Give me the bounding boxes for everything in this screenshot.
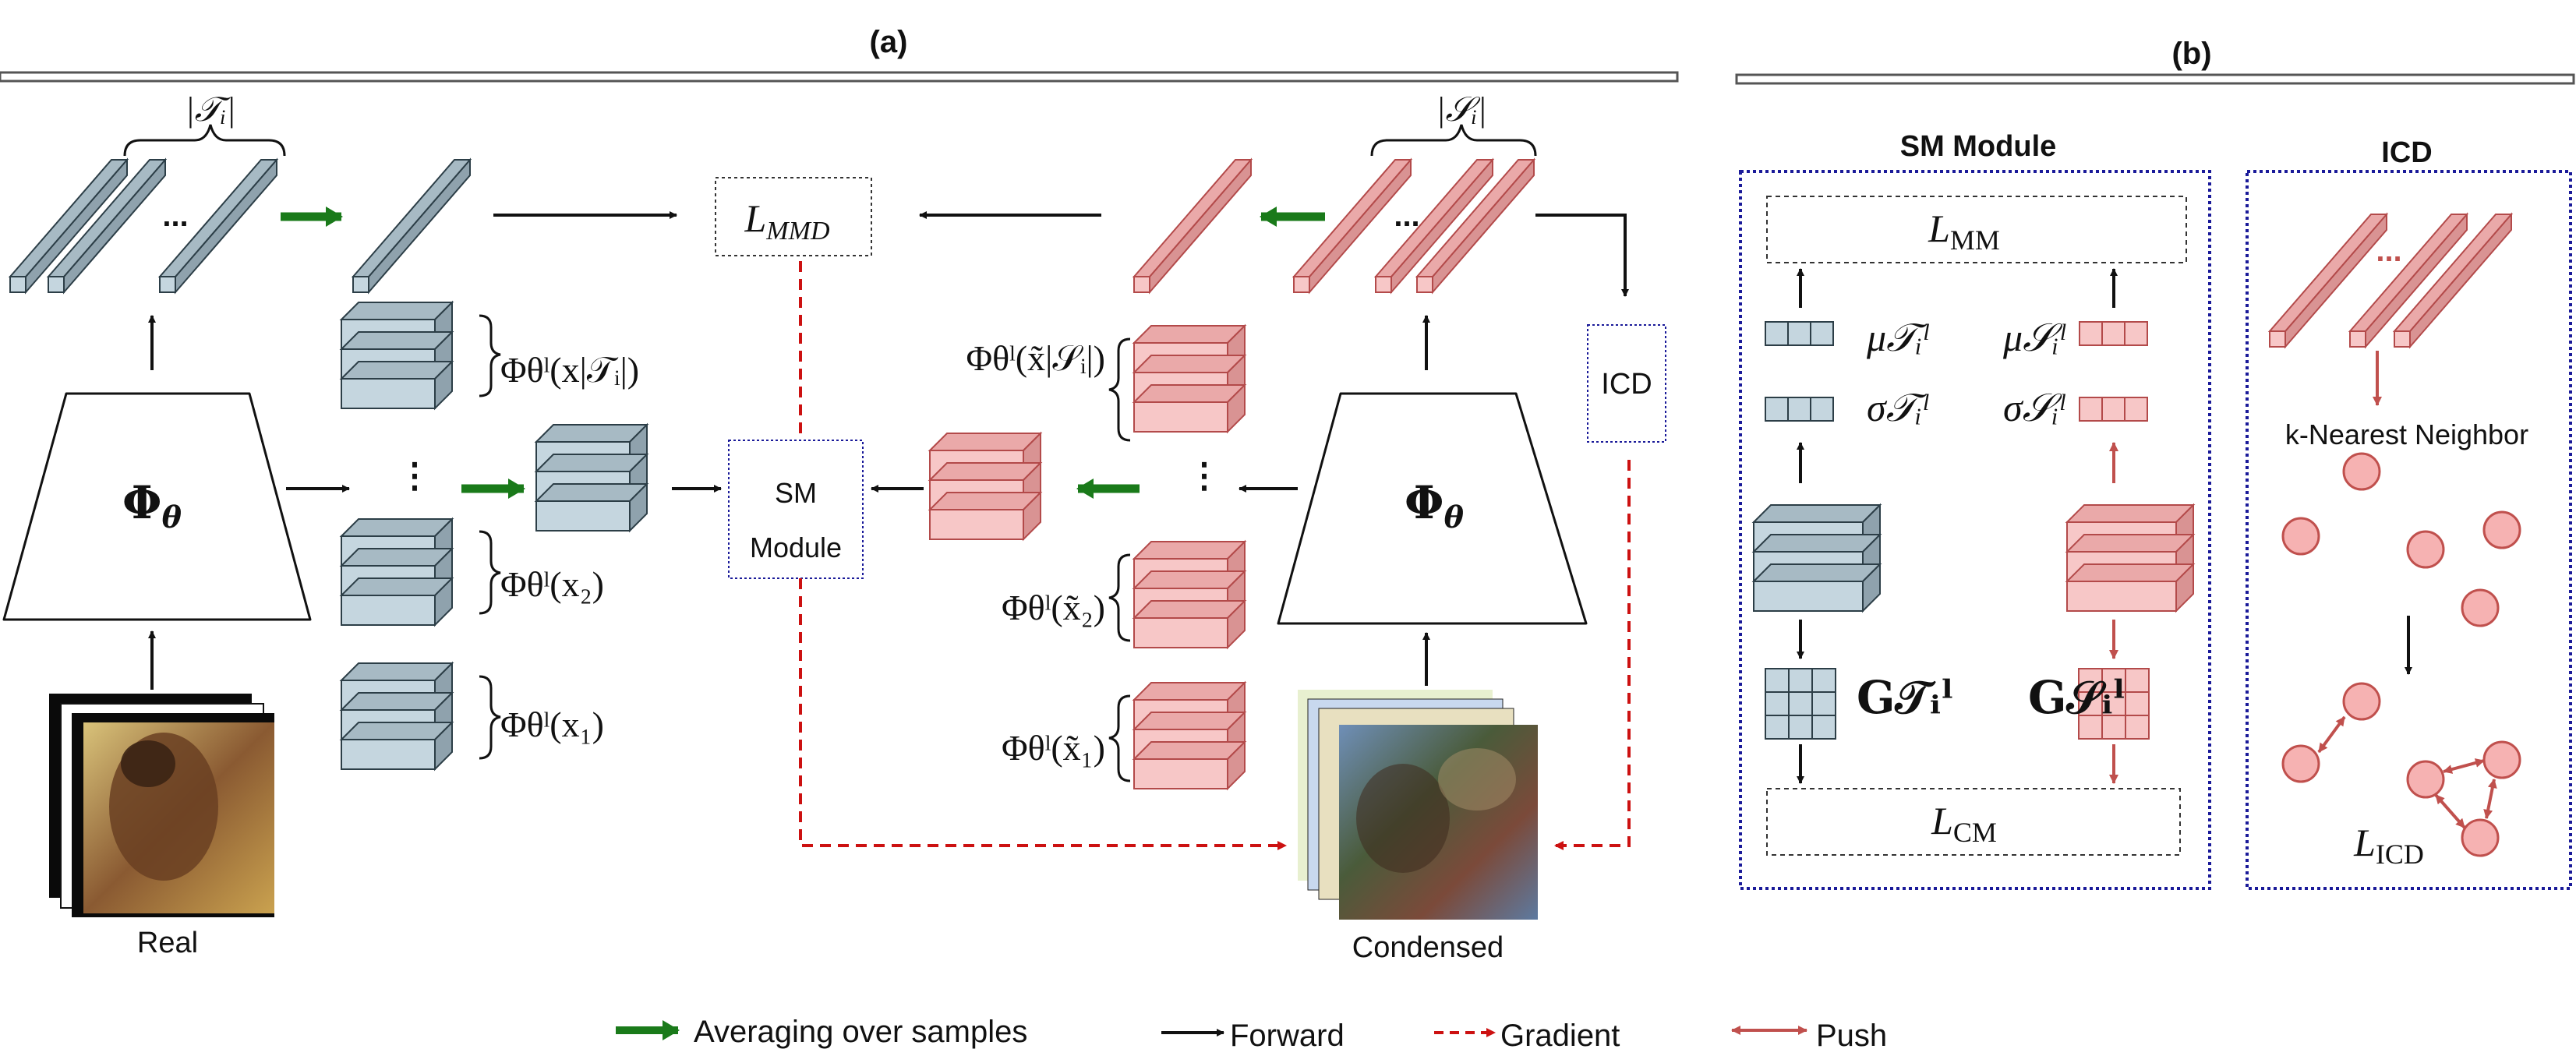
real-set-brace — [123, 124, 286, 157]
condensed-label: Condensed — [1352, 931, 1504, 964]
synthetic-feature-vector — [1132, 157, 1253, 295]
phi-xs1-label: Φθˡ(x̃₁) — [1002, 728, 1105, 768]
syn-stack-xs1 — [1132, 680, 1247, 791]
synthetic-feature-vector — [1373, 157, 1495, 295]
sm-statistic-cells — [1751, 321, 2196, 740]
sigma-t-label: σ𝒯ᵢˡ — [1867, 386, 1929, 429]
lcm-label: LCM — [1931, 799, 1997, 848]
real-label: Real — [137, 927, 198, 959]
synthetic-feature-vector — [1415, 157, 1536, 295]
brace-syn-stack-2 — [1108, 553, 1131, 642]
brace-real-stack-2 — [479, 530, 501, 615]
lmmd-label: LMMD — [744, 196, 829, 245]
knn-label: k-Nearest Neighbor — [2285, 419, 2528, 450]
syn-stack-vdots: ⋮ — [1187, 457, 1221, 495]
sm-syn-stack — [2065, 503, 2196, 613]
legend-label-push: Push — [1816, 1019, 1887, 1053]
gradient-icd-to-condensed — [1554, 460, 1631, 850]
real-stack-vdots: ⋮ — [398, 457, 432, 495]
icd-bars-ellipsis: ... — [2376, 234, 2401, 268]
syn-stack-averaged — [928, 431, 1043, 542]
brace-real-stack-1 — [479, 314, 501, 397]
real-feature-vector — [8, 157, 129, 295]
synthetic-network — [1277, 392, 1588, 625]
icd-box — [1587, 324, 1666, 443]
lmmd-box — [715, 177, 872, 256]
real-stack-x-ti — [339, 300, 454, 411]
real-stack-averaged — [534, 422, 649, 533]
panel-b-rule — [1735, 73, 2575, 85]
forward-arrow-to-icd — [1535, 214, 1629, 297]
phi-xs2-label: Φθˡ(x̃₂) — [1002, 588, 1105, 627]
brace-syn-stack-1 — [1108, 337, 1131, 442]
sm-module-box — [728, 440, 864, 579]
mu-s-label: μ𝒮ᵢˡ — [2002, 316, 2066, 359]
sm-module-label-2: Module — [750, 532, 842, 563]
syn-bars-ellipsis: ... — [1394, 199, 1419, 233]
mu-t-cells — [1765, 321, 1834, 346]
gram-s-grid — [2078, 668, 2150, 740]
sm-module-label-1: SM — [775, 477, 817, 509]
synthetic-feature-vector — [1292, 157, 1413, 295]
licd-label: LICD — [2353, 821, 2424, 870]
syn-stack-xs2 — [1132, 539, 1247, 650]
g-s-label: G𝒮ᵢˡ — [2028, 671, 2125, 724]
legend-label-averaging: Averaging over samples — [694, 1015, 1027, 1049]
lmm-label: LMM — [1928, 207, 2000, 256]
real-bars-ellipsis: ... — [162, 199, 188, 233]
real-stack-x2 — [339, 517, 454, 627]
mu-t-label: μ𝒯ᵢˡ — [1866, 316, 1929, 359]
synthetic-feature-vectors — [1132, 157, 1536, 295]
real-set-size: |𝒯ᵢ| — [186, 90, 236, 129]
gram-t-grid — [1765, 668, 1836, 740]
condensed-image-stack — [1298, 690, 1538, 920]
real-feature-vector — [46, 157, 168, 295]
icd-feature-vector — [2348, 212, 2469, 349]
phi-x-ti-label: Φθˡ(x|𝒯ᵢ|) — [500, 350, 639, 390]
panel-a-rule — [0, 71, 1679, 83]
phi-x2-label: Φθˡ(x₂) — [500, 564, 604, 604]
icd-feature-vectors — [2267, 212, 2514, 349]
mu-s-cells — [2079, 321, 2148, 346]
sigma-t-cells — [1765, 397, 1834, 422]
lmm-box — [1766, 196, 2187, 263]
g-t-label: G𝒯ᵢˡ — [1857, 671, 1954, 724]
real-network — [2, 392, 312, 621]
real-stack-x1 — [339, 661, 454, 772]
synthetic-feature-map-stacks — [928, 323, 1247, 791]
icd-box-label: ICD — [1601, 368, 1652, 401]
phi-x1-label: Φθˡ(x₁) — [500, 705, 604, 744]
real-feature-map-stacks — [339, 300, 649, 772]
real-feature-vectors — [8, 157, 472, 295]
knn-points-before — [2281, 452, 2521, 627]
lcm-box — [1766, 788, 2181, 856]
sigma-s-cells — [2079, 397, 2148, 422]
syn-set-brace — [1370, 124, 1537, 157]
panel-a-label: (a) — [870, 25, 908, 59]
real-feature-vector — [157, 157, 279, 295]
legend-label-gradient: Gradient — [1500, 1019, 1620, 1053]
real-network-label: Φθ — [122, 476, 182, 535]
phi-xs-si-label: Φθˡ(x̃|𝒮ᵢ|) — [966, 338, 1105, 378]
sm-panel-arrows — [1797, 268, 2118, 784]
panel-b-label: (b) — [2171, 37, 2211, 71]
sigma-s-label: σ𝒮ᵢˡ — [2003, 386, 2065, 429]
brace-real-stack-3 — [479, 675, 501, 760]
legend-label-forward: Forward — [1230, 1019, 1345, 1053]
sm-real-stack — [1751, 503, 1882, 613]
icd-feature-vector — [2267, 212, 2389, 349]
syn-stack-xs-si — [1132, 323, 1247, 434]
legend: Averaging over samples Forward Gradient … — [616, 1015, 1887, 1053]
syn-set-size: |𝒮ᵢ| — [1436, 90, 1486, 129]
push-arrows — [2317, 715, 2497, 829]
synthetic-network-label: Φθ — [1405, 476, 1465, 535]
icd-title: ICD — [2381, 136, 2432, 169]
brace-syn-stack-3 — [1108, 694, 1131, 782]
real-feature-vector — [351, 157, 472, 295]
sm-module-title: SM Module — [1900, 130, 2057, 163]
real-image-stack — [49, 694, 274, 917]
icd-feature-vector — [2392, 212, 2514, 349]
